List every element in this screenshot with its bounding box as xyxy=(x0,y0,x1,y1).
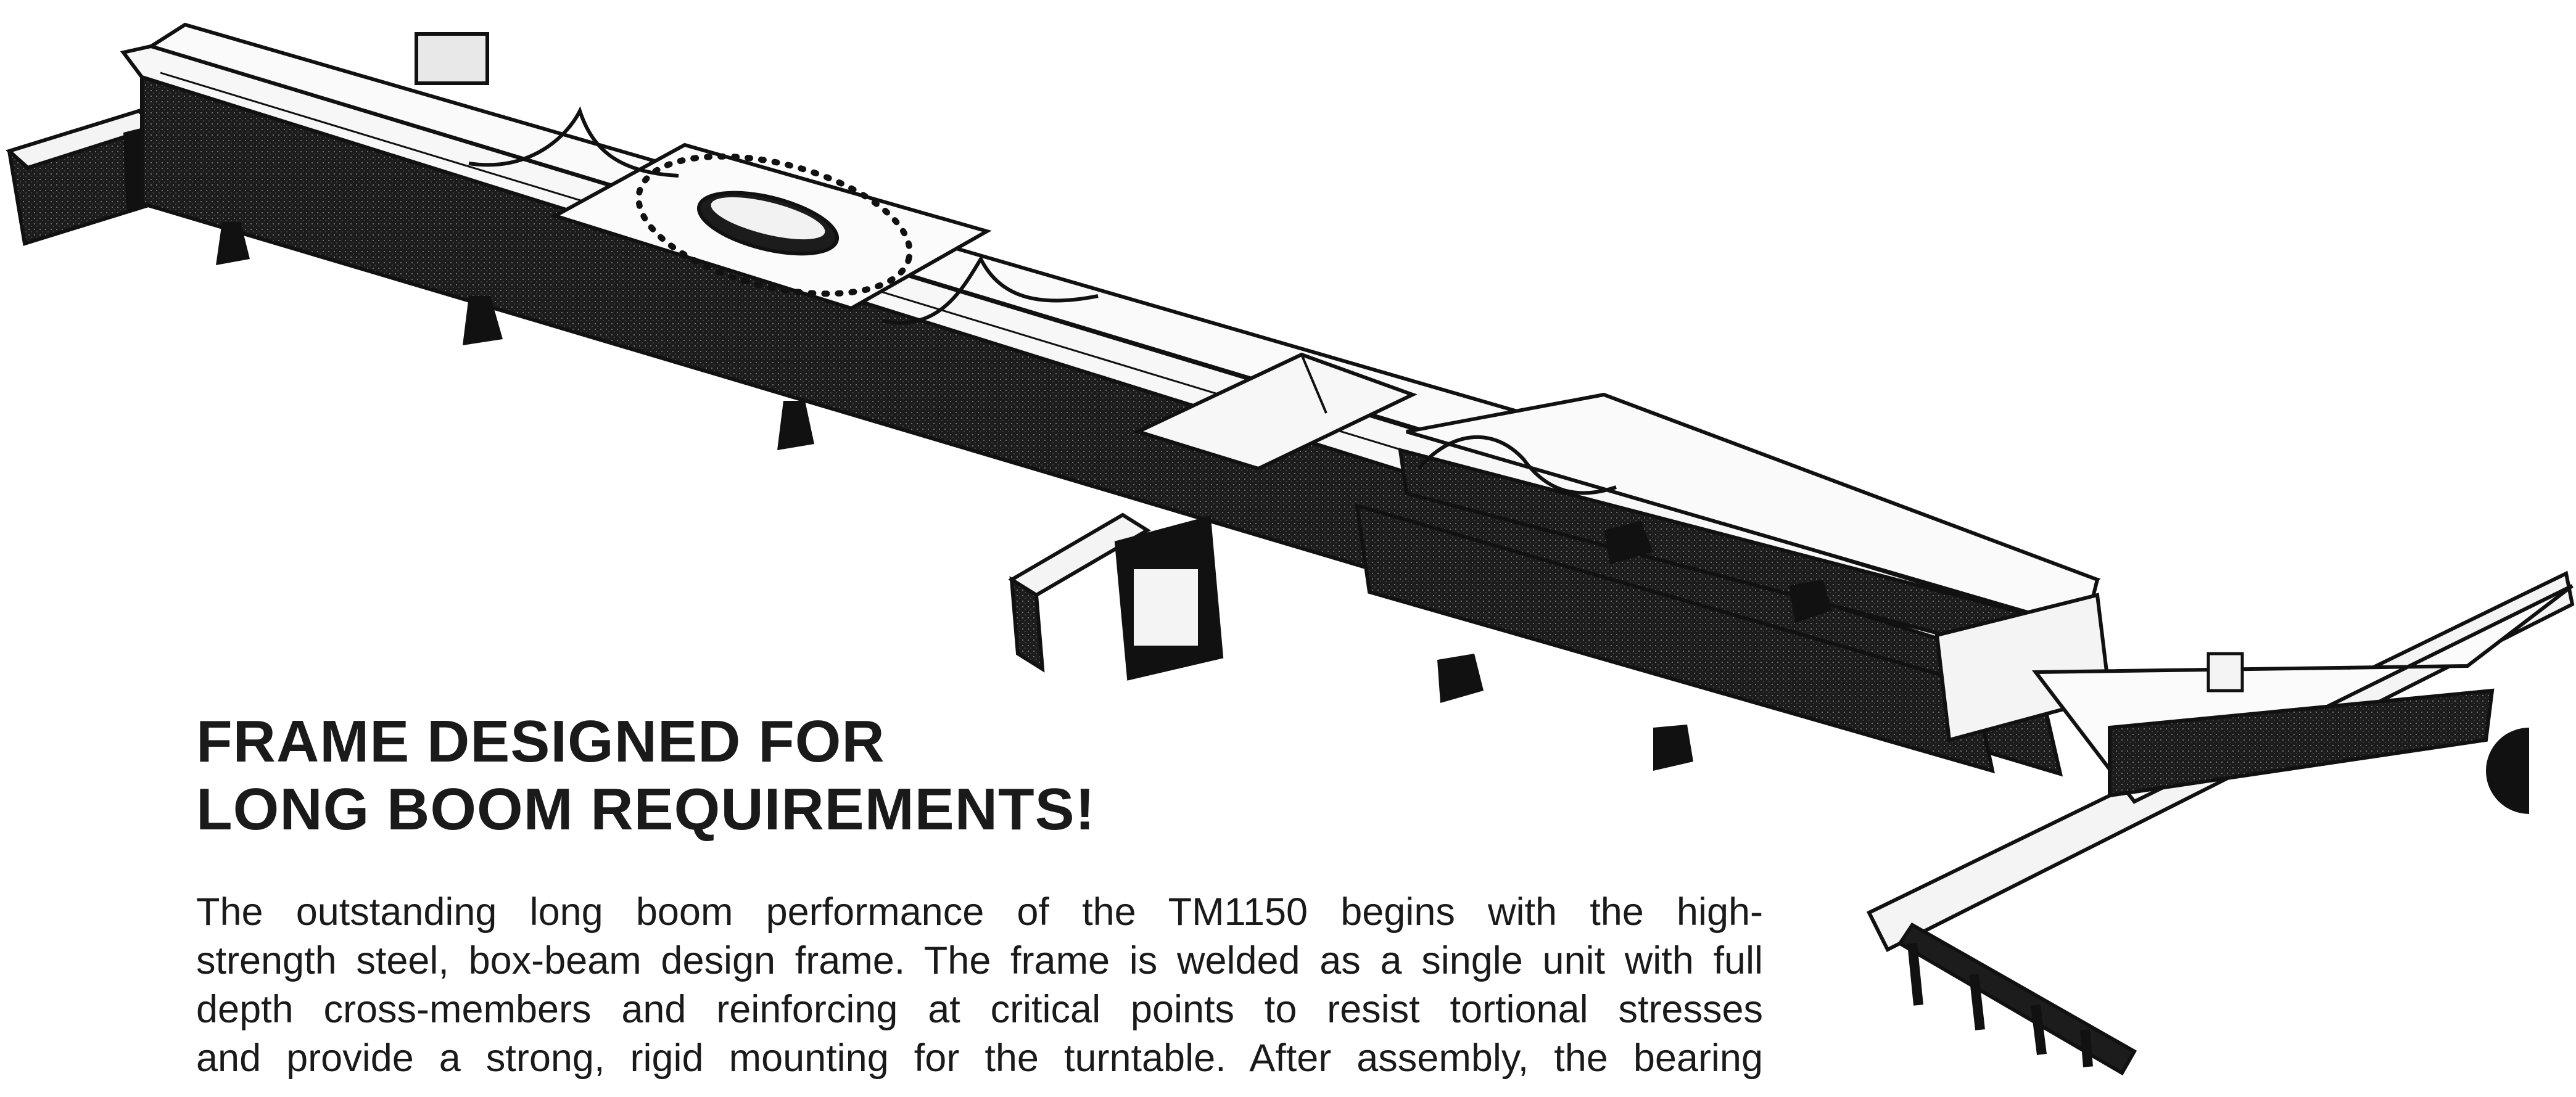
front-end-plate xyxy=(1866,570,2575,1076)
heading: FRAME DESIGNED FOR LONG BOOM REQUIREMENT… xyxy=(196,708,1096,844)
body-line-4: and provide a strong, rigid mounting for… xyxy=(196,1037,1763,1080)
body-line-1: The outstanding long boom performance of… xyxy=(196,890,1763,934)
front-rail-pair xyxy=(1355,392,2112,774)
body-line-3: depth cross-members and reinforcing at c… xyxy=(196,988,1763,1031)
turntable-mount-plate xyxy=(468,106,1099,325)
body-paragraph: The outstanding long boom performance of… xyxy=(196,888,1763,1083)
heading-line-2: LONG BOOM REQUIREMENTS! xyxy=(196,776,1096,842)
frame-brackets xyxy=(216,222,1832,771)
heading-line-1: FRAME DESIGNED FOR xyxy=(196,709,885,774)
mid-cross-member xyxy=(1008,352,1418,681)
body-line-2: strength steel, box-beam design frame. T… xyxy=(196,939,1763,982)
